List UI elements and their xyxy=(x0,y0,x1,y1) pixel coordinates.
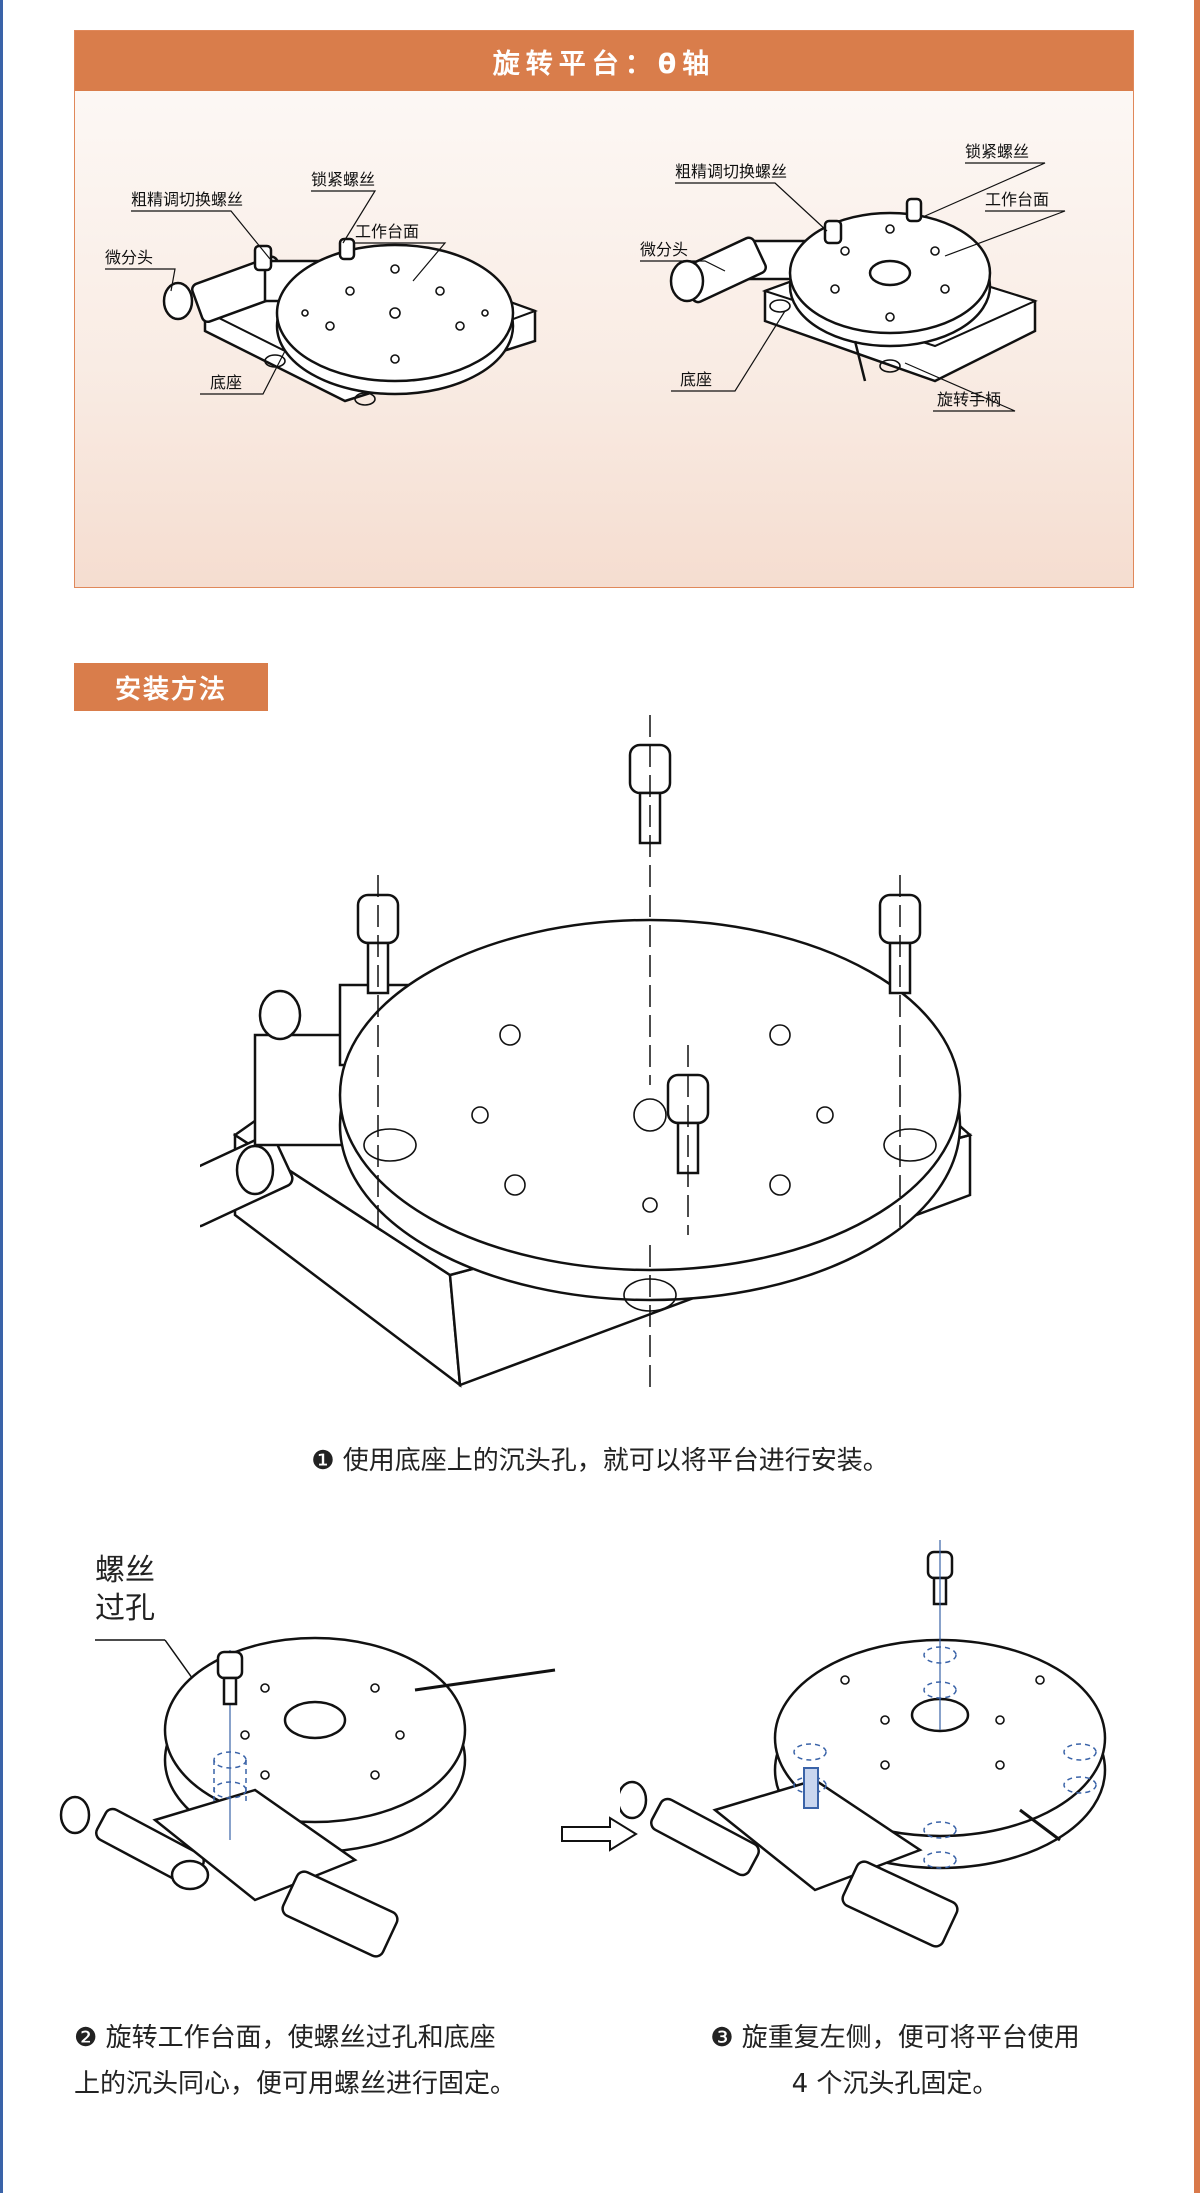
right-stage-drawing xyxy=(669,197,1038,383)
left-base-label: 底座 xyxy=(210,373,242,392)
parts-diagram: 粗精调切换螺丝 锁紧螺丝 工作台面 微分头 底座 xyxy=(105,142,1066,412)
rotation-stage-panel: 旋转平台：θ轴 xyxy=(74,30,1134,588)
screw-hole-label: 螺丝 过孔 xyxy=(95,1553,155,1626)
left-coarse-fine-label: 粗精调切换螺丝 xyxy=(131,190,243,209)
left-micrometer-label: 微分头 xyxy=(105,248,153,267)
right-micrometer-label: 微分头 xyxy=(640,240,688,259)
panel-title: 旋转平台：θ轴 xyxy=(75,31,1133,91)
step2-diagram xyxy=(59,1636,556,1958)
right-base-label: 底座 xyxy=(680,370,712,389)
step3-diagram xyxy=(620,1540,1107,1948)
left-frame-line xyxy=(0,0,3,2193)
right-lock-screw-label: 锁紧螺丝 xyxy=(965,142,1029,161)
step3-caption: ❸ 旋重复左侧，便可将平台使用 4 个沉头孔固定。 xyxy=(710,2023,1080,2099)
right-frame-line xyxy=(1194,0,1200,2193)
install-exploded-diagram xyxy=(200,715,973,1395)
install-method-badge: 安装方法 xyxy=(74,663,268,711)
right-coarse-fine-label: 粗精调切换螺丝 xyxy=(675,162,787,181)
right-table-label: 工作台面 xyxy=(985,190,1049,209)
right-handle-label: 旋转手柄 xyxy=(937,390,1001,409)
left-table-label: 工作台面 xyxy=(355,222,419,241)
step2-caption: ❷ 旋转工作台面，使螺丝过孔和底座 上的沉头同心，便可用螺丝进行固定。 xyxy=(74,2023,517,2099)
step1-caption: ❶ 使用底座上的沉头孔，就可以将平台进行安装。 xyxy=(311,1446,889,1476)
arrow-right-icon xyxy=(561,1816,638,1852)
left-stage-drawing xyxy=(162,237,538,406)
left-lock-screw-label: 锁紧螺丝 xyxy=(311,170,375,189)
